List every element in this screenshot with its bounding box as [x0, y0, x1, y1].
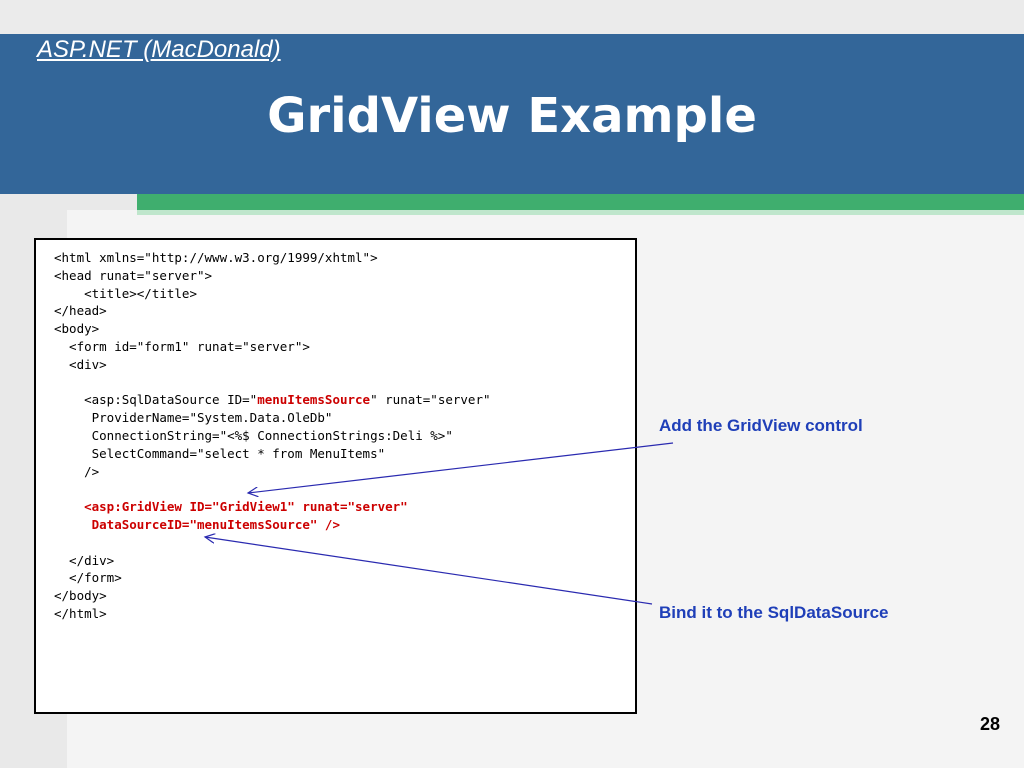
code-line: </html>: [54, 605, 491, 623]
code-text: " runat="server": [370, 392, 491, 408]
code-text: ConnectionString="<%$ ConnectionStrings:…: [54, 427, 453, 443]
code-text: <form id="form1" runat="server">: [54, 338, 310, 354]
annotation-add-gridview: Add the GridView control: [659, 416, 863, 435]
code-line: DataSourceID="menuItemsSource" />: [54, 516, 491, 534]
code-text: <div>: [54, 356, 107, 372]
code-line: [54, 480, 491, 498]
code-listing: <html xmlns="http://www.w3.org/1999/xhtm…: [54, 249, 491, 623]
green-accent-line: [137, 210, 1024, 215]
code-line: </div>: [54, 552, 491, 570]
code-text: </body>: [54, 588, 107, 604]
code-line: <html xmlns="http://www.w3.org/1999/xhtm…: [54, 249, 491, 267]
code-line: ProviderName="System.Data.OleDb": [54, 409, 491, 427]
code-line: <head runat="server">: [54, 267, 491, 285]
code-line: <form id="form1" runat="server">: [54, 338, 491, 356]
code-text: />: [54, 463, 100, 479]
code-line: [54, 534, 491, 552]
code-line: <body>: [54, 320, 491, 338]
code-text: <html xmlns="http://www.w3.org/1999/xhtm…: [54, 250, 378, 265]
code-text: <head runat="server">: [54, 267, 213, 283]
code-highlight: menuItemsSource: [257, 392, 371, 408]
page-number: 28: [979, 714, 1000, 734]
code-highlight: <asp:GridView ID="GridView1" runat="serv…: [54, 499, 408, 515]
code-text: ProviderName="System.Data.OleDb": [54, 410, 333, 426]
green-accent-band: [137, 194, 1024, 210]
course-link[interactable]: ASP.NET (MacDonald): [37, 36, 281, 63]
code-box: <html xmlns="http://www.w3.org/1999/xhtm…: [34, 238, 637, 714]
annotation-bind-datasource: Bind it to the SqlDataSource: [659, 603, 889, 622]
code-text: </head>: [54, 303, 107, 319]
code-text: <title></title>: [54, 285, 197, 301]
code-line: />: [54, 463, 491, 481]
top-band: [0, 0, 1024, 34]
code-text: </div>: [54, 552, 115, 568]
code-text: SelectCommand="select * from MenuItems": [54, 445, 386, 461]
code-line: <asp:SqlDataSource ID="menuItemsSource" …: [54, 391, 491, 409]
code-text: <body>: [54, 321, 100, 337]
slide-header: [0, 34, 1024, 194]
code-line: <asp:GridView ID="GridView1" runat="serv…: [54, 498, 491, 516]
code-highlight: DataSourceID="menuItemsSource" />: [54, 516, 340, 532]
code-line: ConnectionString="<%$ ConnectionStrings:…: [54, 427, 491, 445]
code-line: SelectCommand="select * from MenuItems": [54, 445, 491, 463]
code-line: [54, 374, 491, 392]
code-line: </body>: [54, 587, 491, 605]
code-line: <title></title>: [54, 285, 491, 303]
code-line: <div>: [54, 356, 491, 374]
slide-title: GridView Example: [267, 88, 757, 144]
code-line: </form>: [54, 569, 491, 587]
code-text: </html>: [54, 605, 107, 621]
code-line: </head>: [54, 302, 491, 320]
code-text: <asp:SqlDataSource ID=": [54, 392, 258, 408]
code-text: </form>: [54, 570, 122, 586]
